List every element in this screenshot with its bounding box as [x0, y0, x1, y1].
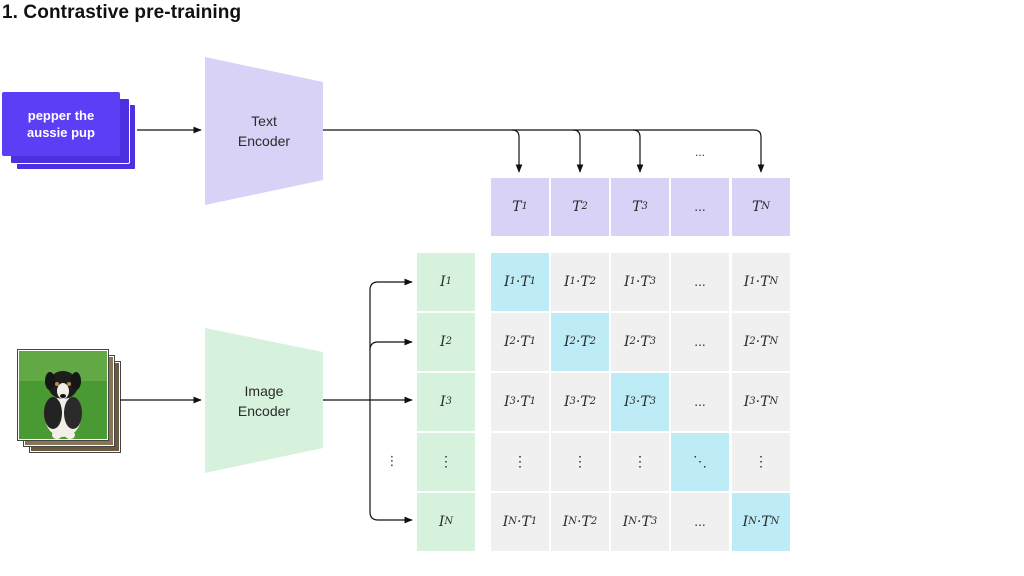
matrix-ellipsis: ...: [671, 493, 729, 551]
text-arrow-t2: [512, 129, 584, 173]
matrix-vdots: ⋮: [491, 433, 549, 491]
text-arrow-tn: [633, 129, 765, 173]
matrix-ellipsis: ...: [671, 313, 729, 371]
matrix-ddots: ⋱: [671, 433, 729, 491]
image-embedding-vdots: ⋮: [417, 433, 475, 491]
image-arrow-in: [369, 400, 413, 524]
page-title: 1. Contrastive pre-training: [2, 2, 242, 23]
image-arrow-i1: [369, 278, 413, 400]
matrix-vdots: ⋮: [551, 433, 609, 491]
text-embedding-ellipsis: ...: [671, 178, 729, 236]
text-arrow-t3: [573, 129, 644, 173]
matrix-ellipsis: ...: [671, 253, 729, 311]
image-arrow-i2: [369, 338, 413, 351]
matrix-vdots: ⋮: [611, 433, 669, 491]
image-arrow-vdots: ⋮: [386, 454, 399, 469]
matrix-ellipsis: ...: [671, 373, 729, 431]
matrix-vdots: ⋮: [732, 433, 790, 491]
photo-front: [18, 350, 108, 440]
text-arrow-ellipsis: ...: [695, 145, 705, 159]
text-input-card: [2, 92, 120, 156]
image-encoder: [205, 328, 323, 473]
text-arrow-t1: [323, 129, 523, 173]
text-encoder: [205, 57, 323, 205]
